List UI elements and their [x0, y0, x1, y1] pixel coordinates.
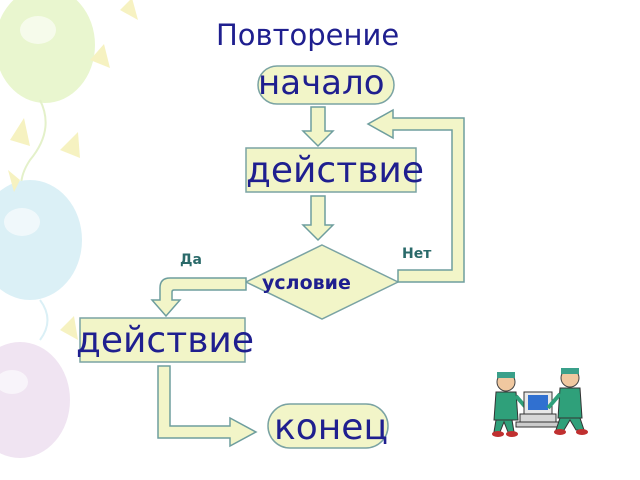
down-arrow-2-icon [301, 195, 335, 242]
yes-label: Да [180, 252, 202, 268]
page-title: Повторение [216, 18, 400, 52]
start-node [257, 65, 395, 105]
two-people-at-computer-icon [492, 368, 588, 437]
action-bottom-node-label: действие [76, 320, 254, 361]
to-end-arrow-icon [157, 365, 258, 448]
start-node-label: начало [258, 63, 385, 103]
yes-arrow-icon [150, 277, 247, 318]
end-node-label: конец [274, 407, 388, 448]
condition-node-label: условие [262, 272, 351, 294]
loop-back-arrow-icon [366, 108, 465, 283]
condition-node [244, 244, 400, 320]
balloon-decoration-icon [0, 0, 138, 458]
down-arrow-1-icon [301, 106, 335, 148]
action-bottom-node [79, 317, 246, 363]
end-node [267, 403, 389, 449]
no-label: Нет [402, 246, 432, 262]
action-top-node [245, 147, 417, 193]
action-top-node-label: действие [246, 150, 424, 191]
